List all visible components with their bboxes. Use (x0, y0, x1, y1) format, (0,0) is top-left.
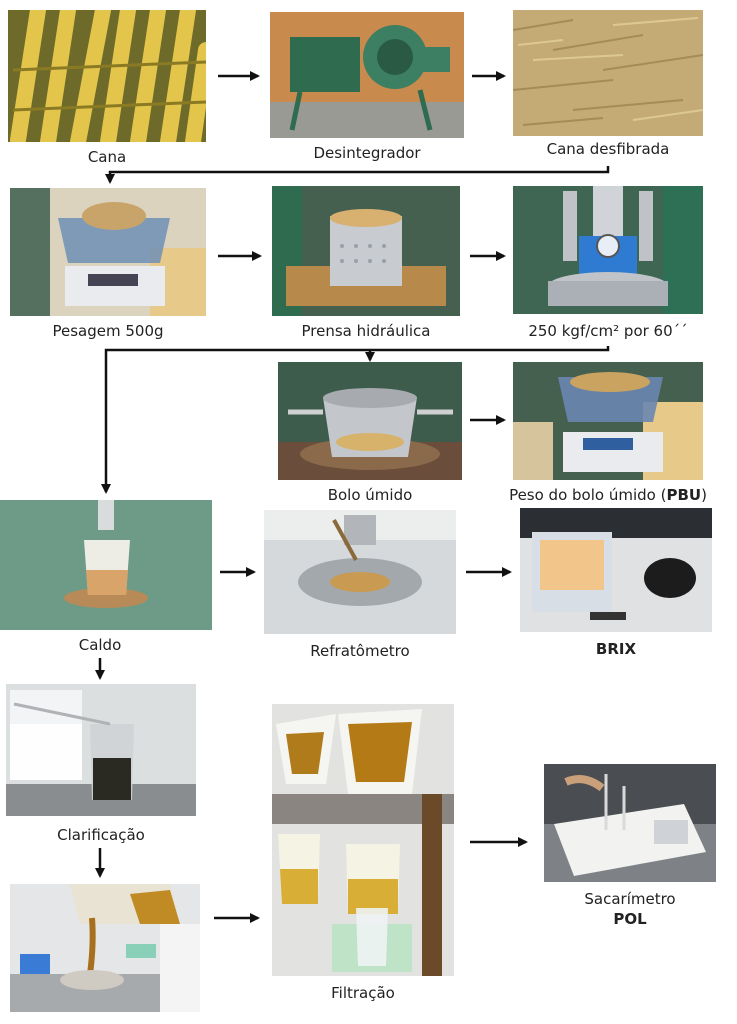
label-peso-bolo-suffix: ) (701, 486, 707, 504)
label-bolo-umido: Bolo úmido (327, 486, 413, 504)
photo-brix (520, 508, 712, 632)
photo-pesagem (10, 188, 206, 316)
photo-filtracao (272, 704, 454, 976)
label-caldo: Caldo (78, 636, 122, 654)
label-cana: Cana (87, 148, 127, 166)
label-desintegrador: Desintegrador (313, 144, 421, 162)
photo-refratometro (264, 510, 456, 634)
photo-sugarcane (8, 10, 206, 142)
label-pol-bold: POL (613, 910, 647, 928)
photo-cana-desfibrada (513, 10, 703, 136)
photo-despejo (10, 884, 200, 1012)
label-peso-bolo-pbu: PBU (666, 486, 702, 504)
photo-clarificacao (6, 684, 196, 816)
label-clarificacao: Clarificação (57, 826, 145, 844)
label-peso-bolo-prefix: Peso do bolo úmido ( (509, 486, 667, 504)
photo-pressao (513, 186, 703, 314)
arrow-desfibrada-to-pesagem (105, 166, 610, 184)
label-brix: BRIX (520, 640, 712, 658)
photo-peso-bolo (513, 362, 703, 480)
photo-sacarimetro (544, 764, 716, 882)
photo-desintegrador (270, 12, 464, 138)
label-cana-desfibrada: Cana desfibrada (546, 140, 670, 158)
label-filtracao: Filtração (331, 984, 395, 1002)
label-peso-bolo: Peso do bolo úmido (PBU) (494, 486, 722, 504)
label-prensa: Prensa hidráulica (301, 322, 431, 340)
label-sacarimetro: Sacarímetro (584, 890, 676, 908)
label-brix-bold: BRIX (595, 640, 637, 658)
photo-caldo (0, 500, 212, 630)
label-pesagem: Pesagem 500g (52, 322, 164, 340)
photo-prensa (272, 186, 460, 316)
label-pol: POL (560, 910, 700, 928)
label-refratometro: Refratômetro (310, 642, 410, 660)
photo-bolo-umido (278, 362, 462, 480)
label-pressao: 250 kgf/cm² por 60´´ (528, 322, 688, 340)
